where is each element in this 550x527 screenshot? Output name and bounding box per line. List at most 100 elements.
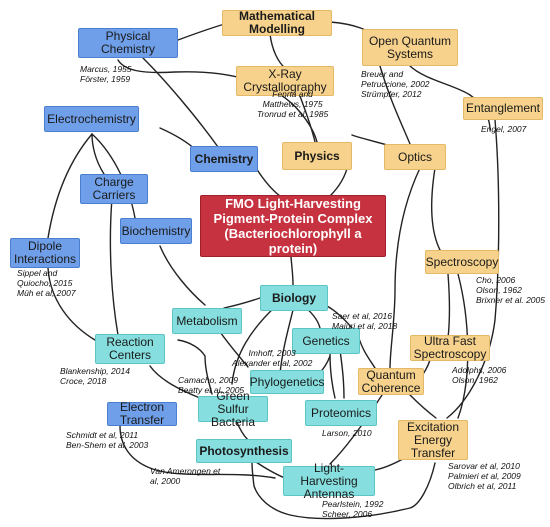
ref-line: Quiocho, 2015: [17, 278, 73, 288]
ref-line: Adolphs, 2006: [452, 365, 507, 375]
ref-electron-transfer: Schmidt et al, 2011 Ben-Shem et al, 2003: [66, 430, 148, 450]
node-entanglement: Entanglement: [463, 97, 543, 120]
ref-biology: Saer et al, 2016 Maiuri et al, 2018: [332, 311, 397, 331]
ref-line: Larson, 2010: [322, 428, 372, 438]
node-dipole-interactions: Dipole Interactions: [10, 238, 80, 268]
ref-reaction-centers: Blankenship, 2014 Croce, 2018: [60, 366, 130, 386]
link: [91, 133, 105, 175]
node-spectroscopy: Spectroscopy: [425, 250, 499, 274]
ref-entanglement: Engel, 2007: [481, 124, 526, 134]
ref-line: Imhoff, 2003: [248, 348, 296, 358]
node-charge-carriers: Charge Carriers: [80, 174, 148, 204]
node-genetics: Genetics: [292, 328, 360, 354]
link: [409, 394, 437, 419]
node-open-quantum-systems: Open Quantum Systems: [362, 29, 458, 66]
node-green-sulfur-bacteria: Green Sulfur Bacteria: [198, 389, 268, 428]
ref-line: Matthews, 1975: [262, 99, 323, 109]
ref-open-quantum-systems: Breuer and Petruccione, 2002 Strümpfer, …: [361, 69, 430, 99]
ref-line: Blankenship, 2014: [60, 366, 130, 376]
link: [109, 197, 119, 336]
ref-line: Croce, 2018: [60, 376, 107, 386]
node-excitation-energy-transfer: Excitation Energy Transfer: [398, 420, 468, 460]
node-optics: Optics: [384, 144, 446, 170]
ref-line: Strümpfer, 2012: [361, 89, 422, 99]
link: [279, 309, 294, 375]
ref-line: Beatty et al, 2005: [178, 385, 245, 395]
ref-photosynthesis: Van Amerongen et al, 2000: [150, 466, 220, 486]
node-light-harvesting-antennas: Light-Harvesting Antennas: [283, 461, 375, 500]
link: [299, 95, 316, 143]
ref-line: Sippel and: [17, 268, 58, 278]
node-electron-transfer: Electron Transfer: [107, 401, 177, 427]
link: [142, 57, 219, 148]
node-proteomics: Proteomics: [305, 400, 377, 426]
link: [329, 353, 336, 399]
node-fmo-complex: FMO Light-Harvesting Pigment-Protein Com…: [200, 195, 386, 257]
ref-spectroscopy: Cho, 2006 Olson, 1962 Brixner et al. 200…: [476, 275, 545, 305]
link: [290, 256, 294, 286]
ref-line: Sarovar et al, 2010: [448, 461, 520, 471]
link: [251, 461, 436, 520]
node-ultra-fast-spectroscopy: Ultra Fast Spectroscopy: [410, 335, 490, 361]
link: [47, 267, 96, 341]
ref-line: Breuer and: [361, 69, 404, 79]
node-electrochemistry: Electrochemistry: [44, 106, 139, 132]
ref-line: Marcus, 1955: [80, 64, 132, 74]
node-xray-crystallography: X-Ray Crystallography: [236, 66, 334, 96]
node-phylogenetics: Phylogenetics: [250, 370, 324, 394]
node-quantum-coherence: Quantum Coherence: [358, 368, 424, 395]
ref-line: al, 2000: [150, 476, 181, 486]
ref-line: Müh et al, 2007: [17, 288, 76, 298]
link: [119, 425, 276, 479]
node-physical-chemistry: Physical Chemistry: [78, 28, 178, 58]
ref-phylogenetics: Camacho, 2009 Beatty et al, 2005: [178, 375, 244, 395]
ref-line: Schmidt et al, 2011: [66, 430, 139, 440]
link: [235, 419, 249, 441]
node-chemistry: Chemistry: [190, 146, 258, 172]
ref-physical-chemistry: Marcus, 1955 Förster, 1959: [80, 64, 132, 84]
ref-line: Palmieri et al, 2009: [448, 471, 521, 481]
ref-dipole-interactions: Sippel and Quiocho, 2015 Müh et al, 2007: [17, 268, 76, 298]
ref-excitation-energy-transfer: Sarovar et al, 2010 Palmieri et al, 2009…: [448, 461, 521, 491]
ref-line: Van Amerongen et: [150, 466, 221, 476]
ref-line: Alexander et al, 2002: [232, 358, 313, 368]
ref-line: Ben-Shem et al, 2003: [66, 440, 149, 450]
link: [177, 339, 213, 395]
ref-line: Fenna and: [272, 89, 313, 99]
ref-proteomics: Larson, 2010: [322, 428, 372, 438]
ref-line: Olson, 1962: [452, 375, 498, 385]
link: [159, 245, 206, 306]
node-mathematical-modelling: Mathematical Modelling: [222, 10, 332, 36]
ref-line: Engel, 2007: [481, 124, 527, 134]
node-physics: Physics: [282, 142, 352, 170]
link: [149, 365, 201, 399]
link: [329, 394, 383, 465]
ref-ultra-fast-spectroscopy: Adolphs, 2006 Olson, 1962: [452, 365, 506, 385]
link: [47, 133, 93, 239]
link: [255, 167, 281, 197]
ref-line: Olbrich et al, 2011: [448, 481, 517, 491]
node-biochemistry: Biochemistry: [120, 218, 192, 244]
node-photosynthesis: Photosynthesis: [196, 439, 292, 463]
link: [379, 65, 411, 145]
link: [351, 134, 388, 146]
ref-line: Olson, 1962: [476, 285, 522, 295]
ref-line: Scheer, 2006: [322, 509, 373, 519]
ref-line: Brixner et al. 2005: [476, 295, 545, 305]
ref-xray-crystallography: Fenna and Matthews, 1975 Tronrud et al. …: [257, 89, 328, 119]
link: [339, 349, 345, 399]
ref-line: Cho, 2006: [476, 275, 516, 285]
link: [223, 297, 261, 309]
link: [255, 461, 286, 479]
node-reaction-centers: Reaction Centers: [95, 334, 165, 364]
ref-line: Saer et al, 2016: [332, 311, 393, 321]
ref-line: Tronrud et al. 1985: [257, 109, 329, 119]
link: [389, 167, 421, 369]
ref-line: Camacho, 2009: [178, 375, 239, 385]
link: [446, 119, 500, 419]
ref-line: Petruccione, 2002: [361, 79, 430, 89]
link: [231, 304, 278, 385]
link: [431, 167, 441, 251]
ref-line: Pearlstein, 1992: [322, 499, 384, 509]
